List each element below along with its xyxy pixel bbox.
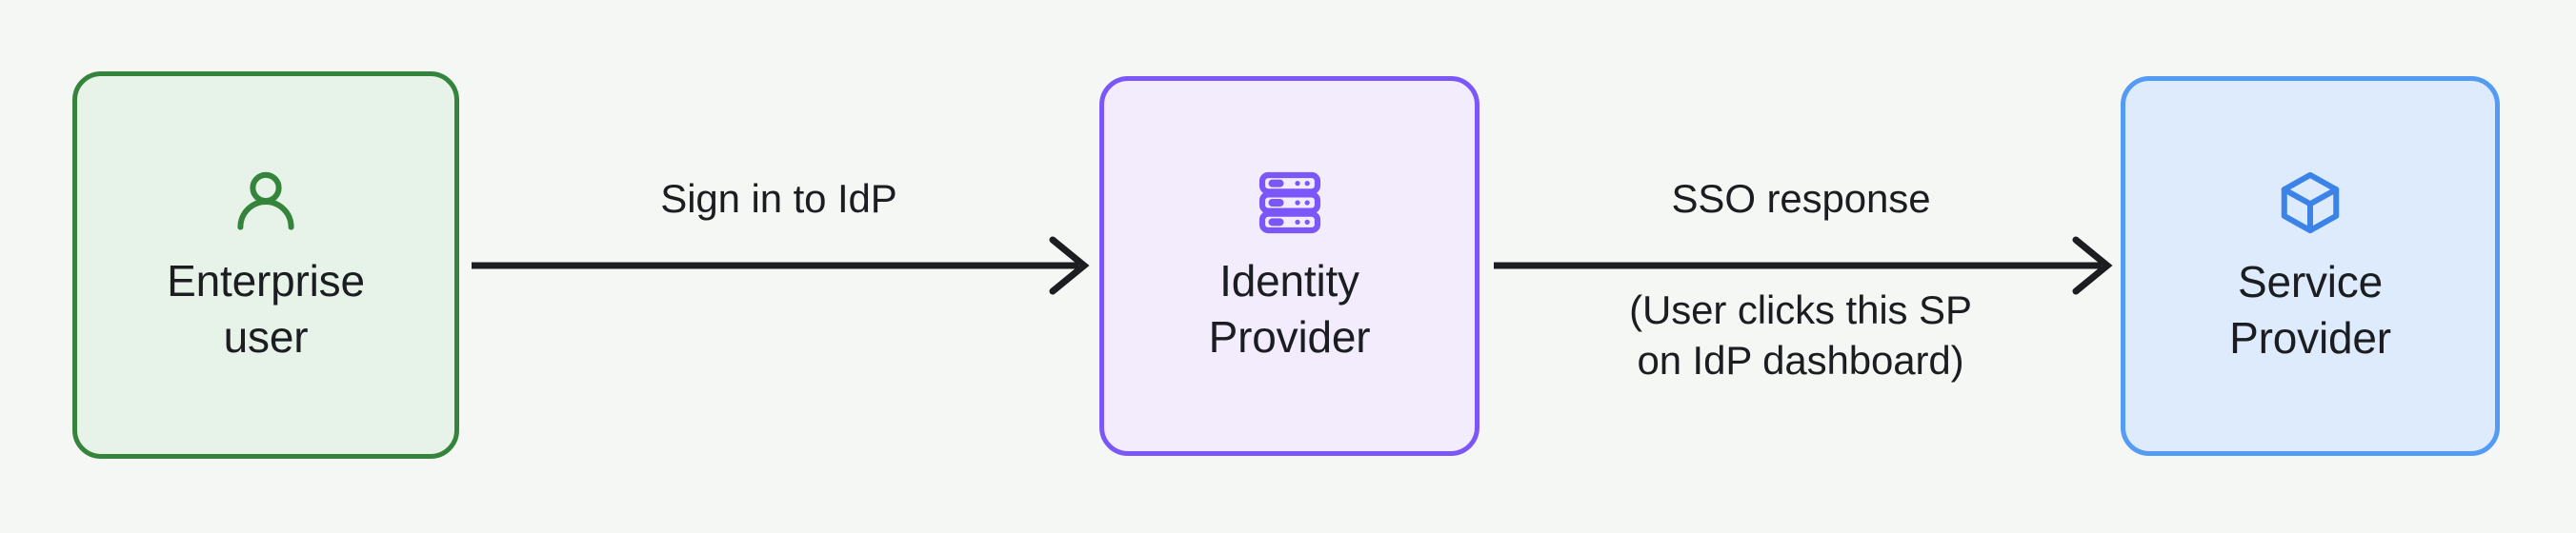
node-identity-provider-label: Identity Provider bbox=[1208, 255, 1371, 362]
node-service-provider-label: Service Provider bbox=[2229, 256, 2391, 363]
arrow-signin bbox=[472, 236, 1090, 295]
node-service-provider[interactable]: Service Provider bbox=[2121, 76, 2500, 456]
arrow-sso-head bbox=[2072, 236, 2113, 295]
arrow-signin-head bbox=[1049, 236, 1090, 295]
arrow-sso bbox=[1494, 236, 2113, 295]
node-identity-provider[interactable]: Identity Provider bbox=[1099, 76, 1479, 456]
edge-label-sign-in-to-idp: Sign in to IdP bbox=[660, 176, 897, 221]
edge-sublabel-sso-note: (User clicks this SP on IdP dashboard) bbox=[1629, 287, 1972, 383]
server-stack-icon bbox=[1255, 168, 1325, 238]
person-icon bbox=[230, 166, 302, 238]
node-enterprise-user[interactable]: Enterprise user bbox=[72, 71, 459, 459]
edge-label-sso-response: SSO response bbox=[1671, 176, 1931, 221]
node-enterprise-user-label: Enterprise user bbox=[167, 255, 365, 362]
cube-icon bbox=[2274, 167, 2346, 239]
